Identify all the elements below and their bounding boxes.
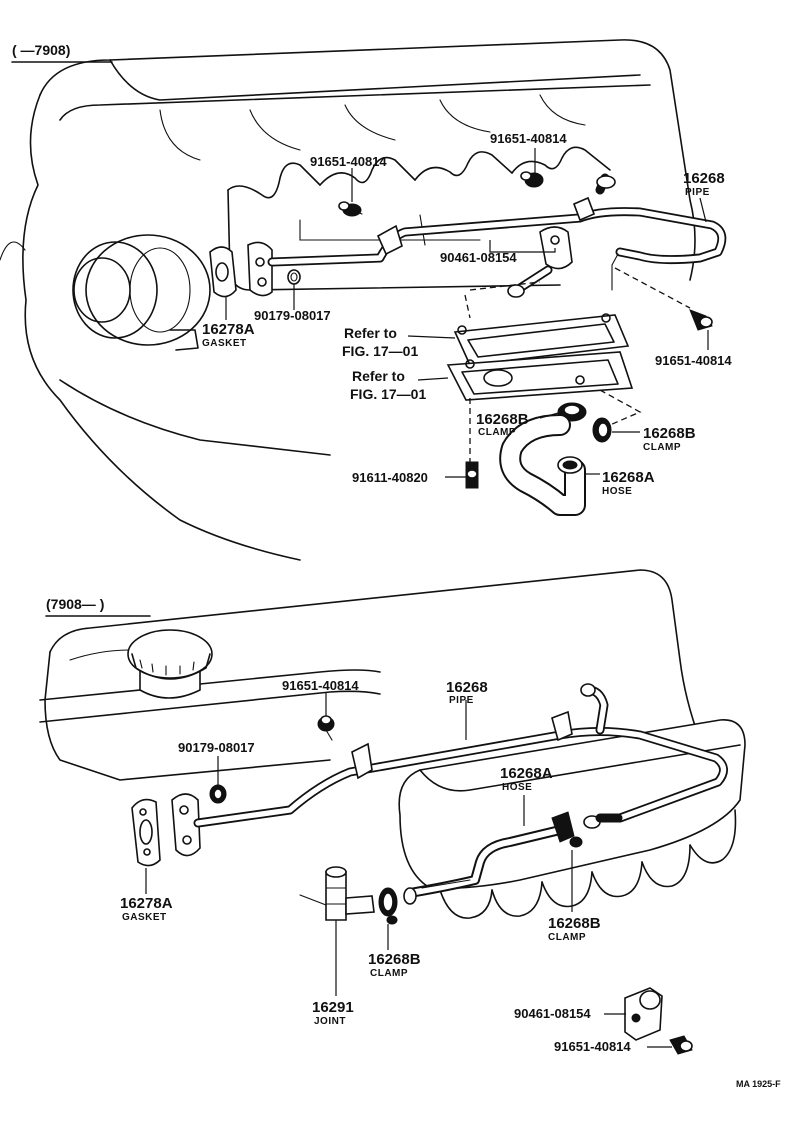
top-bolt-d [465, 461, 479, 489]
top-label-bolt-d: 91611-40820 [352, 470, 428, 485]
top-engine-head-outline [0, 39, 696, 561]
top-label-clamp2-name: CLAMP [643, 442, 681, 453]
top-label-clamp1-no: 16268B [476, 411, 529, 428]
bottom-section-range: (7908— ) [46, 596, 104, 612]
bottom-label-clamp2-name: CLAMP [548, 932, 586, 943]
bottom-label-joint-no: 16291 [312, 999, 354, 1016]
top-label-nut: 90179-08017 [254, 308, 331, 323]
bottom-label-pipe-name: PIPE [449, 695, 474, 706]
bottom-label-clamp1-name: CLAMP [370, 968, 408, 979]
bottom-clamp-16268b-right [551, 811, 623, 848]
top-leader-lines [225, 148, 709, 478]
bottom-label-bolt-a: 91651-40814 [282, 678, 359, 693]
bottom-clamp-16268b-left [378, 887, 417, 925]
bottom-bolt-b [669, 1035, 693, 1055]
top-label-clamp2-no: 16268B [643, 425, 696, 442]
top-label-clip: 90461-08154 [440, 250, 517, 265]
bottom-label-clip: 90461-08154 [514, 1006, 591, 1021]
top-pipe-clamps [376, 196, 596, 256]
bottom-pipe-16268 [193, 683, 728, 828]
top-clamp-16268b-right [592, 417, 612, 443]
top-label-bolt-c: 91651-40814 [655, 353, 732, 368]
top-label-refer1-line1: Refer to [344, 325, 397, 341]
top-label-bolt-a: 91651-40814 [310, 154, 387, 169]
top-nut-90179 [287, 269, 301, 285]
top-label-gasket-no: 16278A [202, 321, 255, 338]
top-pipe-16268 [267, 173, 727, 291]
top-clip-90461 [507, 226, 573, 298]
bottom-label-clamp2-no: 16268B [548, 915, 601, 932]
bottom-valve-cover-outline [39, 569, 701, 781]
bottom-label-bolt-b: 91651-40814 [554, 1039, 631, 1054]
top-label-hose-name: HOSE [602, 486, 632, 497]
top-bolt-c [689, 309, 713, 331]
top-label-pipe-name: PIPE [685, 187, 710, 198]
bottom-label-gasket-no: 16278A [120, 895, 173, 912]
top-gasket-16278a [209, 246, 237, 298]
top-label-gasket-name: GASKET [202, 338, 247, 349]
top-section: ( —7908) [0, 39, 732, 561]
top-label-pipe-no: 16268 [683, 170, 725, 187]
top-pulley [72, 234, 211, 351]
top-label-refer2-line1: Refer to [352, 368, 405, 384]
top-dashed-alignment-lines [464, 267, 691, 465]
top-section-range: ( —7908) [12, 42, 70, 58]
top-bolt-b [520, 171, 544, 188]
bottom-label-gasket-name: GASKET [122, 912, 167, 923]
bottom-gasket-16278a [131, 798, 161, 867]
bottom-label-nut: 90179-08017 [178, 740, 255, 755]
figure-code: MA 1925-F [736, 1079, 781, 1089]
bottom-nut-90179 [209, 784, 227, 804]
bottom-leader-lines [145, 692, 672, 1048]
bottom-label-hose-no: 16268A [500, 765, 553, 782]
top-label-refer2-line2: FIG. 17—01 [350, 386, 426, 402]
bottom-label-pipe-no: 16268 [446, 679, 488, 696]
bottom-joint-16291 [299, 866, 375, 921]
bottom-label-clamp1-no: 16268B [368, 951, 421, 968]
top-label-refer1-line2: FIG. 17—01 [342, 343, 418, 359]
top-bolt-a [338, 201, 363, 217]
bottom-oil-filler-cap [127, 629, 213, 699]
top-label-hose-no: 16268A [602, 469, 655, 486]
bottom-label-hose-name: HOSE [502, 782, 532, 793]
bottom-pipe-flange [171, 793, 201, 857]
top-clamp-16268b-left [557, 402, 587, 422]
top-pipe-flange [247, 241, 273, 297]
bottom-label-joint-name: JOINT [314, 1016, 346, 1027]
bottom-section: (7908— ) [39, 569, 746, 1055]
top-label-bolt-b: 91651-40814 [490, 131, 567, 146]
bottom-pipe-clamps [351, 710, 573, 780]
top-cover-plates [446, 313, 634, 401]
top-label-clamp1-name: CLAMP [478, 427, 516, 438]
bottom-hose-16268a [405, 825, 565, 898]
bottom-clip-90461 [624, 987, 663, 1041]
top-hose-16268a [499, 414, 586, 516]
bottom-bolt-a [317, 715, 335, 741]
